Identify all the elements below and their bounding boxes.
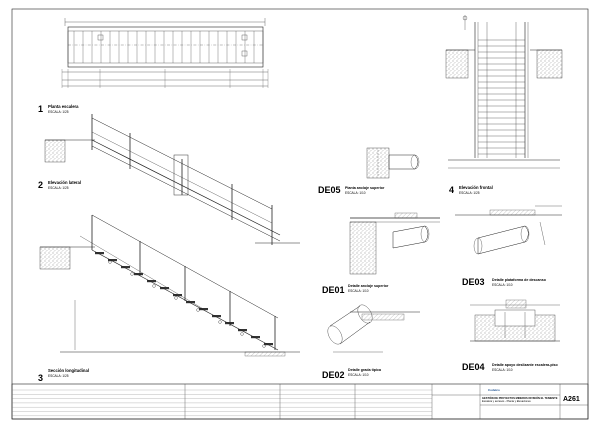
longitudinal-section-view [39, 214, 300, 357]
section-step [95, 252, 104, 255]
section-step [186, 301, 195, 304]
detail-de05-title: Planta anclaje superior [345, 186, 385, 190]
detail-de03-code: DE03 [462, 277, 485, 287]
bolt-mark [262, 344, 266, 348]
bolt-mark [174, 296, 178, 300]
bolt-mark [196, 308, 200, 312]
detail-de04-code: DE04 [462, 362, 485, 372]
view-4-number: 4 [449, 185, 454, 195]
view-3-number: 3 [38, 373, 43, 383]
stair-plan-view [61, 18, 269, 88]
view-4-scale: ESCALA: 1/25 [459, 191, 480, 195]
detail-de05-code: DE05 [318, 185, 341, 195]
detail-de02-scale: ESCALA: 1/10 [348, 373, 369, 377]
detail-de05-scale: ESCALA: 1/10 [345, 191, 366, 195]
bolt-mark [108, 260, 112, 264]
section-step [212, 315, 221, 318]
view-2-scale: ESCALA: 1/25 [48, 186, 69, 190]
detail-de04-scale: ESCALA: 1/10 [492, 368, 513, 372]
detail-de03-title: Detalle plataforma de descanso [492, 278, 547, 282]
view-1-number: 1 [38, 104, 43, 114]
detail-de03-scale: ESCALA: 1/10 [492, 283, 513, 287]
section-step [199, 308, 208, 311]
section-step [251, 336, 260, 339]
project-name: GESTIÓN DE PROYECTOS MINEROS DIVISIÓN EL… [482, 395, 558, 400]
view-4-title: Elevación frontal [459, 185, 493, 190]
detail-de02-title: Detalle grada típica [348, 368, 382, 372]
bolt-mark [218, 320, 222, 324]
front-elevation-view [445, 15, 563, 169]
side-elevation-view [44, 114, 300, 245]
section-step [238, 329, 247, 332]
detail-de03-drawing [455, 205, 562, 255]
detail-de01-code: DE01 [322, 285, 345, 295]
bolt-mark [152, 284, 156, 288]
detail-de02-code: DE02 [322, 370, 345, 380]
detail-de01-drawing [349, 212, 440, 275]
drawing-title: Escalera y accesos - Planta y Elevacione… [482, 399, 531, 403]
view-3-title: Sección longitudinal [48, 368, 89, 373]
detail-de01-scale: ESCALA: 1/10 [348, 289, 369, 293]
view-2-number: 2 [38, 180, 43, 190]
section-step [121, 266, 130, 269]
view-3-scale: ESCALA: 1/25 [48, 374, 69, 378]
bolt-mark [240, 332, 244, 336]
bolt-mark [130, 272, 134, 276]
section-step [173, 294, 182, 297]
view-1-title: Planta escalera [48, 104, 79, 109]
title-block [11, 383, 589, 420]
section-step [160, 287, 169, 290]
section-step [147, 280, 156, 283]
sheet-number: A261 [563, 396, 580, 403]
section-step [108, 259, 117, 262]
detail-de02-drawing [327, 304, 420, 353]
section-step [225, 322, 234, 325]
detail-de04-title: Detalle apoyo deslizante escalera-piso [492, 363, 559, 367]
view-1-scale: ESCALA: 1/25 [48, 110, 69, 114]
section-step [134, 273, 143, 276]
section-step [264, 343, 273, 346]
brand-logo: Codelco [488, 388, 500, 392]
detail-de04-drawing [470, 299, 560, 342]
view-2-title: Elevación lateral [48, 180, 81, 185]
detail-de01-title: Detalle anclaje superior [348, 284, 389, 288]
detail-de05-drawing [366, 147, 420, 179]
